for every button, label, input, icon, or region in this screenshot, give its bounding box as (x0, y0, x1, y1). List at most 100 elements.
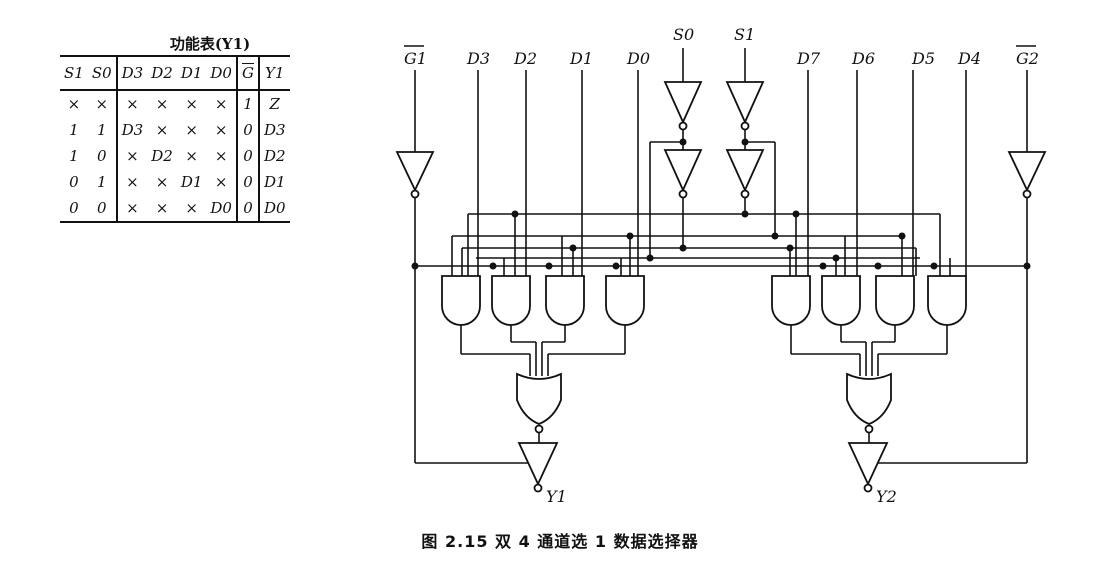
table-cell: 0 (87, 143, 118, 169)
left-and-gates (441, 275, 645, 326)
g1-enable-path (395, 70, 1027, 464)
and-gate-d1 (545, 275, 585, 326)
table-cell: 1 (87, 169, 118, 195)
right-and-gates (771, 275, 967, 326)
label-y1: Y1 (546, 487, 567, 506)
g2-inverter (1007, 151, 1047, 193)
table-cell: × (155, 199, 169, 217)
table-cell: D2 (263, 147, 286, 165)
table-cell: × (87, 90, 118, 117)
and-gate-d6 (821, 275, 861, 326)
table-cell: × (206, 117, 238, 143)
header-d3: D3 (116, 56, 148, 91)
table-cell: Z (269, 95, 280, 113)
label-left-d3: D3 (466, 49, 490, 68)
table-cell: 1 (236, 90, 260, 117)
right-and-to-nor (790, 325, 948, 376)
and-gate-d2 (491, 275, 531, 326)
function-table-title: 功能表(Y1) (169, 35, 251, 53)
select-buffers (649, 48, 776, 258)
figure-caption: 图 2.15 双 4 通道选 1 数据选择器 (421, 532, 699, 551)
data-input-lines (477, 70, 967, 276)
table-cell: × (206, 169, 238, 195)
table-cell: 1 (69, 147, 79, 165)
label-g2-bar: G2 (1016, 49, 1039, 68)
table-cell: D0 (206, 195, 238, 222)
and-gate-d4 (927, 275, 967, 326)
table-cell: × (206, 143, 238, 169)
nor-right-bubble (864, 424, 874, 434)
header-y1: Y1 (258, 56, 290, 91)
table-cell: 0 (236, 195, 260, 222)
table-cell: × (185, 199, 198, 217)
s0-inverter-2 (663, 149, 703, 193)
header-d0: D0 (206, 56, 238, 91)
table-cell: × (126, 147, 139, 165)
label-right-d4: D4 (957, 49, 981, 68)
header-g: G (236, 56, 260, 91)
nor-gate-right (846, 372, 892, 425)
select-bus (451, 210, 951, 276)
label-right-d5: D5 (911, 49, 935, 68)
table-cell: × (155, 121, 169, 139)
header-s0: S0 (87, 56, 118, 91)
table-cell: D3 (263, 121, 286, 139)
table-cell: 0 (69, 173, 79, 191)
table-cell: × (155, 173, 169, 191)
s1-inverter-1 (725, 81, 765, 125)
output-buffer-left (517, 442, 559, 487)
label-s0: S0 (673, 25, 694, 44)
left-and-to-nor (460, 325, 626, 376)
table-header-row: S1 S0 D3 D2 D1 D0 G Y1 (60, 56, 290, 91)
table-cell: 0 (69, 199, 79, 217)
table-cell: 0 (236, 169, 260, 195)
label-left-d2: D2 (513, 49, 537, 68)
label-right-d7: D7 (796, 49, 821, 68)
table-cell: × (126, 95, 139, 113)
s0-inverter-1 (663, 81, 703, 125)
label-left-d0: D0 (626, 49, 650, 68)
label-y2: Y2 (876, 487, 897, 506)
table-cell: D2 (151, 147, 173, 165)
label-s1: S1 (734, 25, 755, 44)
output-buffer-right (847, 442, 889, 487)
table-cell: D1 (180, 173, 203, 191)
g1-inverter (395, 151, 435, 193)
and-gate-d0 (605, 275, 645, 326)
table-cell: 0 (236, 143, 260, 169)
s1-inverter-2 (725, 149, 765, 193)
and-gate-d5 (875, 275, 915, 326)
header-d1: D1 (176, 56, 207, 91)
table-cell: × (155, 95, 169, 113)
table-cell: × (185, 121, 198, 139)
nor-left-bubble (534, 424, 544, 434)
g2-enable-path (866, 70, 1047, 464)
table-cell: 1 (87, 117, 118, 143)
header-d2: D2 (147, 56, 177, 91)
table-cell: 1 (69, 121, 79, 139)
table-cell: × (185, 147, 198, 165)
header-s1: S1 (60, 56, 88, 91)
table-cell: × (126, 173, 139, 191)
nor-gate-left (516, 372, 562, 425)
table-cell: × (185, 95, 198, 113)
table-cell: × (206, 90, 238, 117)
table-cell: D1 (263, 173, 286, 191)
table-cell: D3 (121, 121, 144, 139)
and-gate-d7 (771, 275, 811, 326)
and-gate-d3 (441, 275, 481, 326)
label-right-d6: D6 (851, 49, 875, 68)
table-cell: 0 (87, 195, 118, 222)
table-cell: 0 (236, 117, 260, 143)
table-cell: × (126, 199, 139, 217)
label-left-d1: D1 (569, 49, 593, 68)
table-cell: × (67, 95, 81, 113)
